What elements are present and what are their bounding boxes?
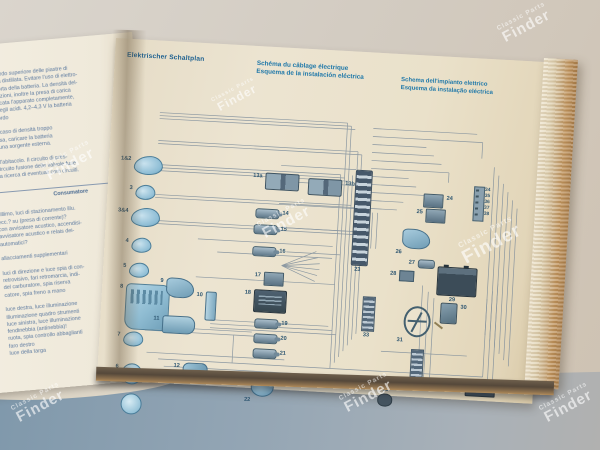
component-28: 28 [390, 270, 415, 283]
cyl-icon [252, 348, 277, 360]
component-label: 12 [173, 362, 180, 370]
component-label: 26 [395, 248, 402, 256]
wheel-icon [402, 305, 432, 338]
component-label: 33 [362, 332, 370, 339]
component-label: 28 [389, 270, 397, 278]
dist-icon [401, 228, 431, 250]
box-sm-icon [398, 270, 415, 283]
watermark-small: Classic Parts [495, 0, 547, 33]
title-italian-portuguese: Schema dell'impianto elettrico Esquema d… [400, 76, 493, 98]
component-label: 14 [282, 210, 289, 217]
component-19: 19 [254, 318, 288, 330]
starter-icon [161, 315, 196, 335]
component-26: 26 [395, 228, 431, 255]
component-20: 20 [253, 333, 287, 345]
component-11: 11 [153, 315, 196, 335]
coil-icon [204, 291, 217, 321]
component-label: 13a [253, 172, 263, 180]
component-label: 22 [243, 396, 251, 404]
component-label: 10 [196, 291, 203, 299]
component-9: 9 [160, 277, 195, 299]
relay-icon [252, 289, 288, 314]
component-label: 27 [408, 259, 416, 267]
cyl-icon [255, 208, 280, 220]
lamp-round-icon [120, 392, 143, 415]
component-30: 30 [439, 302, 467, 325]
wiring-diagram: 1&233&445876910111213a13b141516171819202… [97, 86, 549, 415]
connector-icon [361, 296, 376, 332]
horn-dark-icon [376, 393, 393, 407]
boxpair-icon [307, 177, 343, 197]
component-17: 17 [255, 271, 285, 287]
component-label: 15 [280, 226, 287, 233]
component-10: 10 [196, 291, 217, 321]
fuel-icon [439, 302, 458, 325]
component-15: 15 [253, 223, 287, 236]
component-label: 23 [353, 266, 361, 273]
component-label: 9 [160, 277, 164, 285]
cyl-icon [252, 245, 277, 258]
battery-icon [436, 266, 478, 298]
component-13b: 13b [307, 177, 355, 197]
component-label: 31 [396, 337, 403, 344]
pin-number: 38 [483, 212, 490, 218]
cyl-sm-icon [417, 259, 436, 270]
component-25: 25 [416, 208, 446, 224]
cyl-icon [253, 223, 278, 236]
component-label: 20 [280, 335, 287, 342]
component-29: 29 [436, 266, 478, 303]
dist-icon [165, 277, 195, 299]
component-18: 18 [245, 289, 288, 314]
component-27: 27 [409, 259, 436, 270]
component-32: 32 [376, 386, 393, 407]
component-24: 24 [423, 193, 453, 209]
component-label: 11 [153, 315, 160, 322]
component-21: 21 [252, 348, 286, 360]
cyl-icon [254, 318, 279, 330]
box-icon [263, 271, 285, 287]
component-33: 33 [361, 296, 376, 339]
title-french-spanish: Schéma du câblage électrique Esquema de … [256, 60, 364, 82]
component-label: 19 [281, 320, 288, 328]
component-label: 16 [279, 248, 286, 255]
component-14: 14 [255, 208, 289, 220]
component-label: 13b [345, 181, 355, 188]
component-label: 25 [416, 209, 423, 216]
boxpair-icon [264, 172, 300, 192]
component-label: 18 [244, 289, 252, 296]
wiring-lines [144, 112, 518, 392]
right-page: Elektrischer Schaltplan Schéma du câblag… [96, 38, 552, 415]
component-label: 17 [254, 272, 262, 279]
component-label: 24 [446, 195, 453, 203]
component-13a: 13a [253, 172, 300, 192]
watermark-big: Finder [499, 6, 554, 46]
component-31: 31 [396, 305, 432, 343]
component-16: 16 [252, 245, 286, 258]
component-label: 21 [279, 350, 287, 357]
cyl-icon [253, 333, 278, 345]
component-lamp-round [120, 392, 143, 415]
component-label: 30 [460, 304, 467, 311]
box-icon [423, 193, 444, 209]
box-icon [425, 208, 446, 224]
